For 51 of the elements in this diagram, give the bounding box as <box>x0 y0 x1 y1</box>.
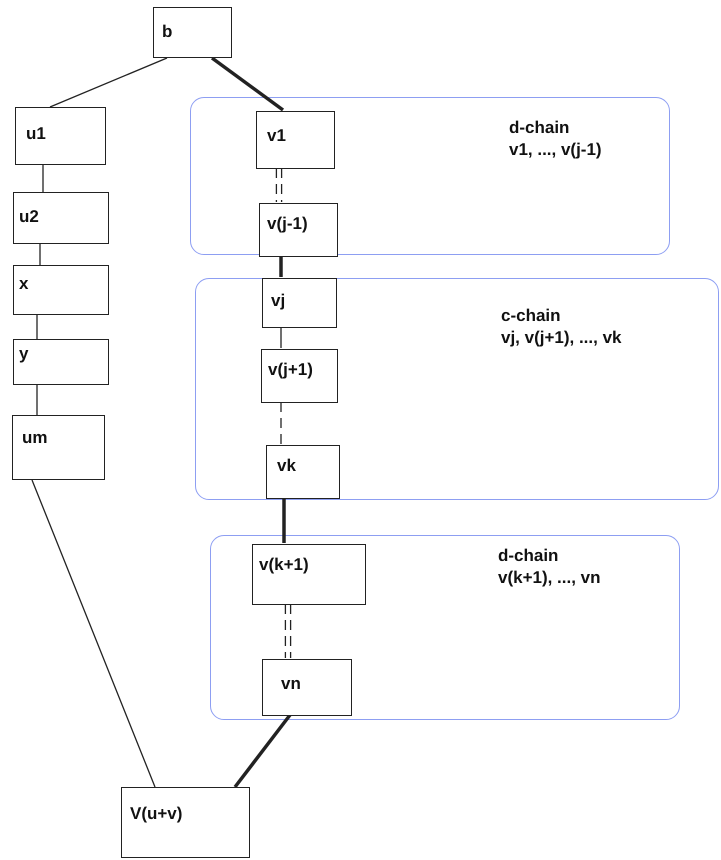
node-label: v(j+1) <box>268 360 313 380</box>
node-label: V(u+v) <box>130 804 182 824</box>
dashed-connector <box>280 402 282 444</box>
node-box <box>266 445 340 499</box>
node-label: v(k+1) <box>259 555 309 575</box>
double-connector <box>279 256 283 277</box>
chain-group <box>190 97 670 255</box>
chain-group <box>210 535 680 720</box>
node-label: vj <box>271 291 286 311</box>
double-connector <box>210 56 284 112</box>
node-box <box>262 659 352 716</box>
connector <box>39 244 41 265</box>
node-label: u1 <box>26 124 46 144</box>
node-box <box>261 349 338 403</box>
group-members: v1, ..., v(j-1) <box>509 140 602 160</box>
node-label: vn <box>281 674 301 694</box>
chain-group <box>195 278 719 500</box>
node-label: vk <box>277 456 296 476</box>
node-label: x <box>19 274 28 294</box>
group-title: d-chain <box>498 546 558 566</box>
node-box <box>256 111 335 169</box>
node-label: b <box>162 22 172 42</box>
node-box <box>12 415 105 480</box>
node-box <box>153 7 232 58</box>
node-label: um <box>22 428 48 448</box>
node-label: y <box>19 344 28 364</box>
node-box <box>252 544 366 605</box>
node-box <box>262 278 337 328</box>
dashed-connector <box>284 603 292 659</box>
node-box <box>13 265 109 315</box>
connector <box>42 165 44 192</box>
connector <box>36 385 38 415</box>
double-connector <box>282 498 286 543</box>
double-connector <box>234 714 292 788</box>
node-label: v1 <box>267 126 286 146</box>
group-members: vj, v(j+1), ..., vk <box>501 328 622 348</box>
connector <box>31 480 156 788</box>
node-box <box>259 203 338 257</box>
node-box <box>15 107 106 165</box>
connector <box>36 315 38 339</box>
connector <box>50 57 168 108</box>
group-title: d-chain <box>509 118 570 138</box>
node-label: v(j-1) <box>267 214 308 234</box>
connector <box>280 327 282 348</box>
node-box <box>13 339 109 385</box>
node-box <box>121 787 250 858</box>
group-members: v(k+1), ..., vn <box>498 568 601 588</box>
group-title: c-chain <box>501 306 561 326</box>
node-label: u2 <box>19 207 39 227</box>
dashed-connector <box>276 167 282 203</box>
node-box <box>13 192 109 244</box>
